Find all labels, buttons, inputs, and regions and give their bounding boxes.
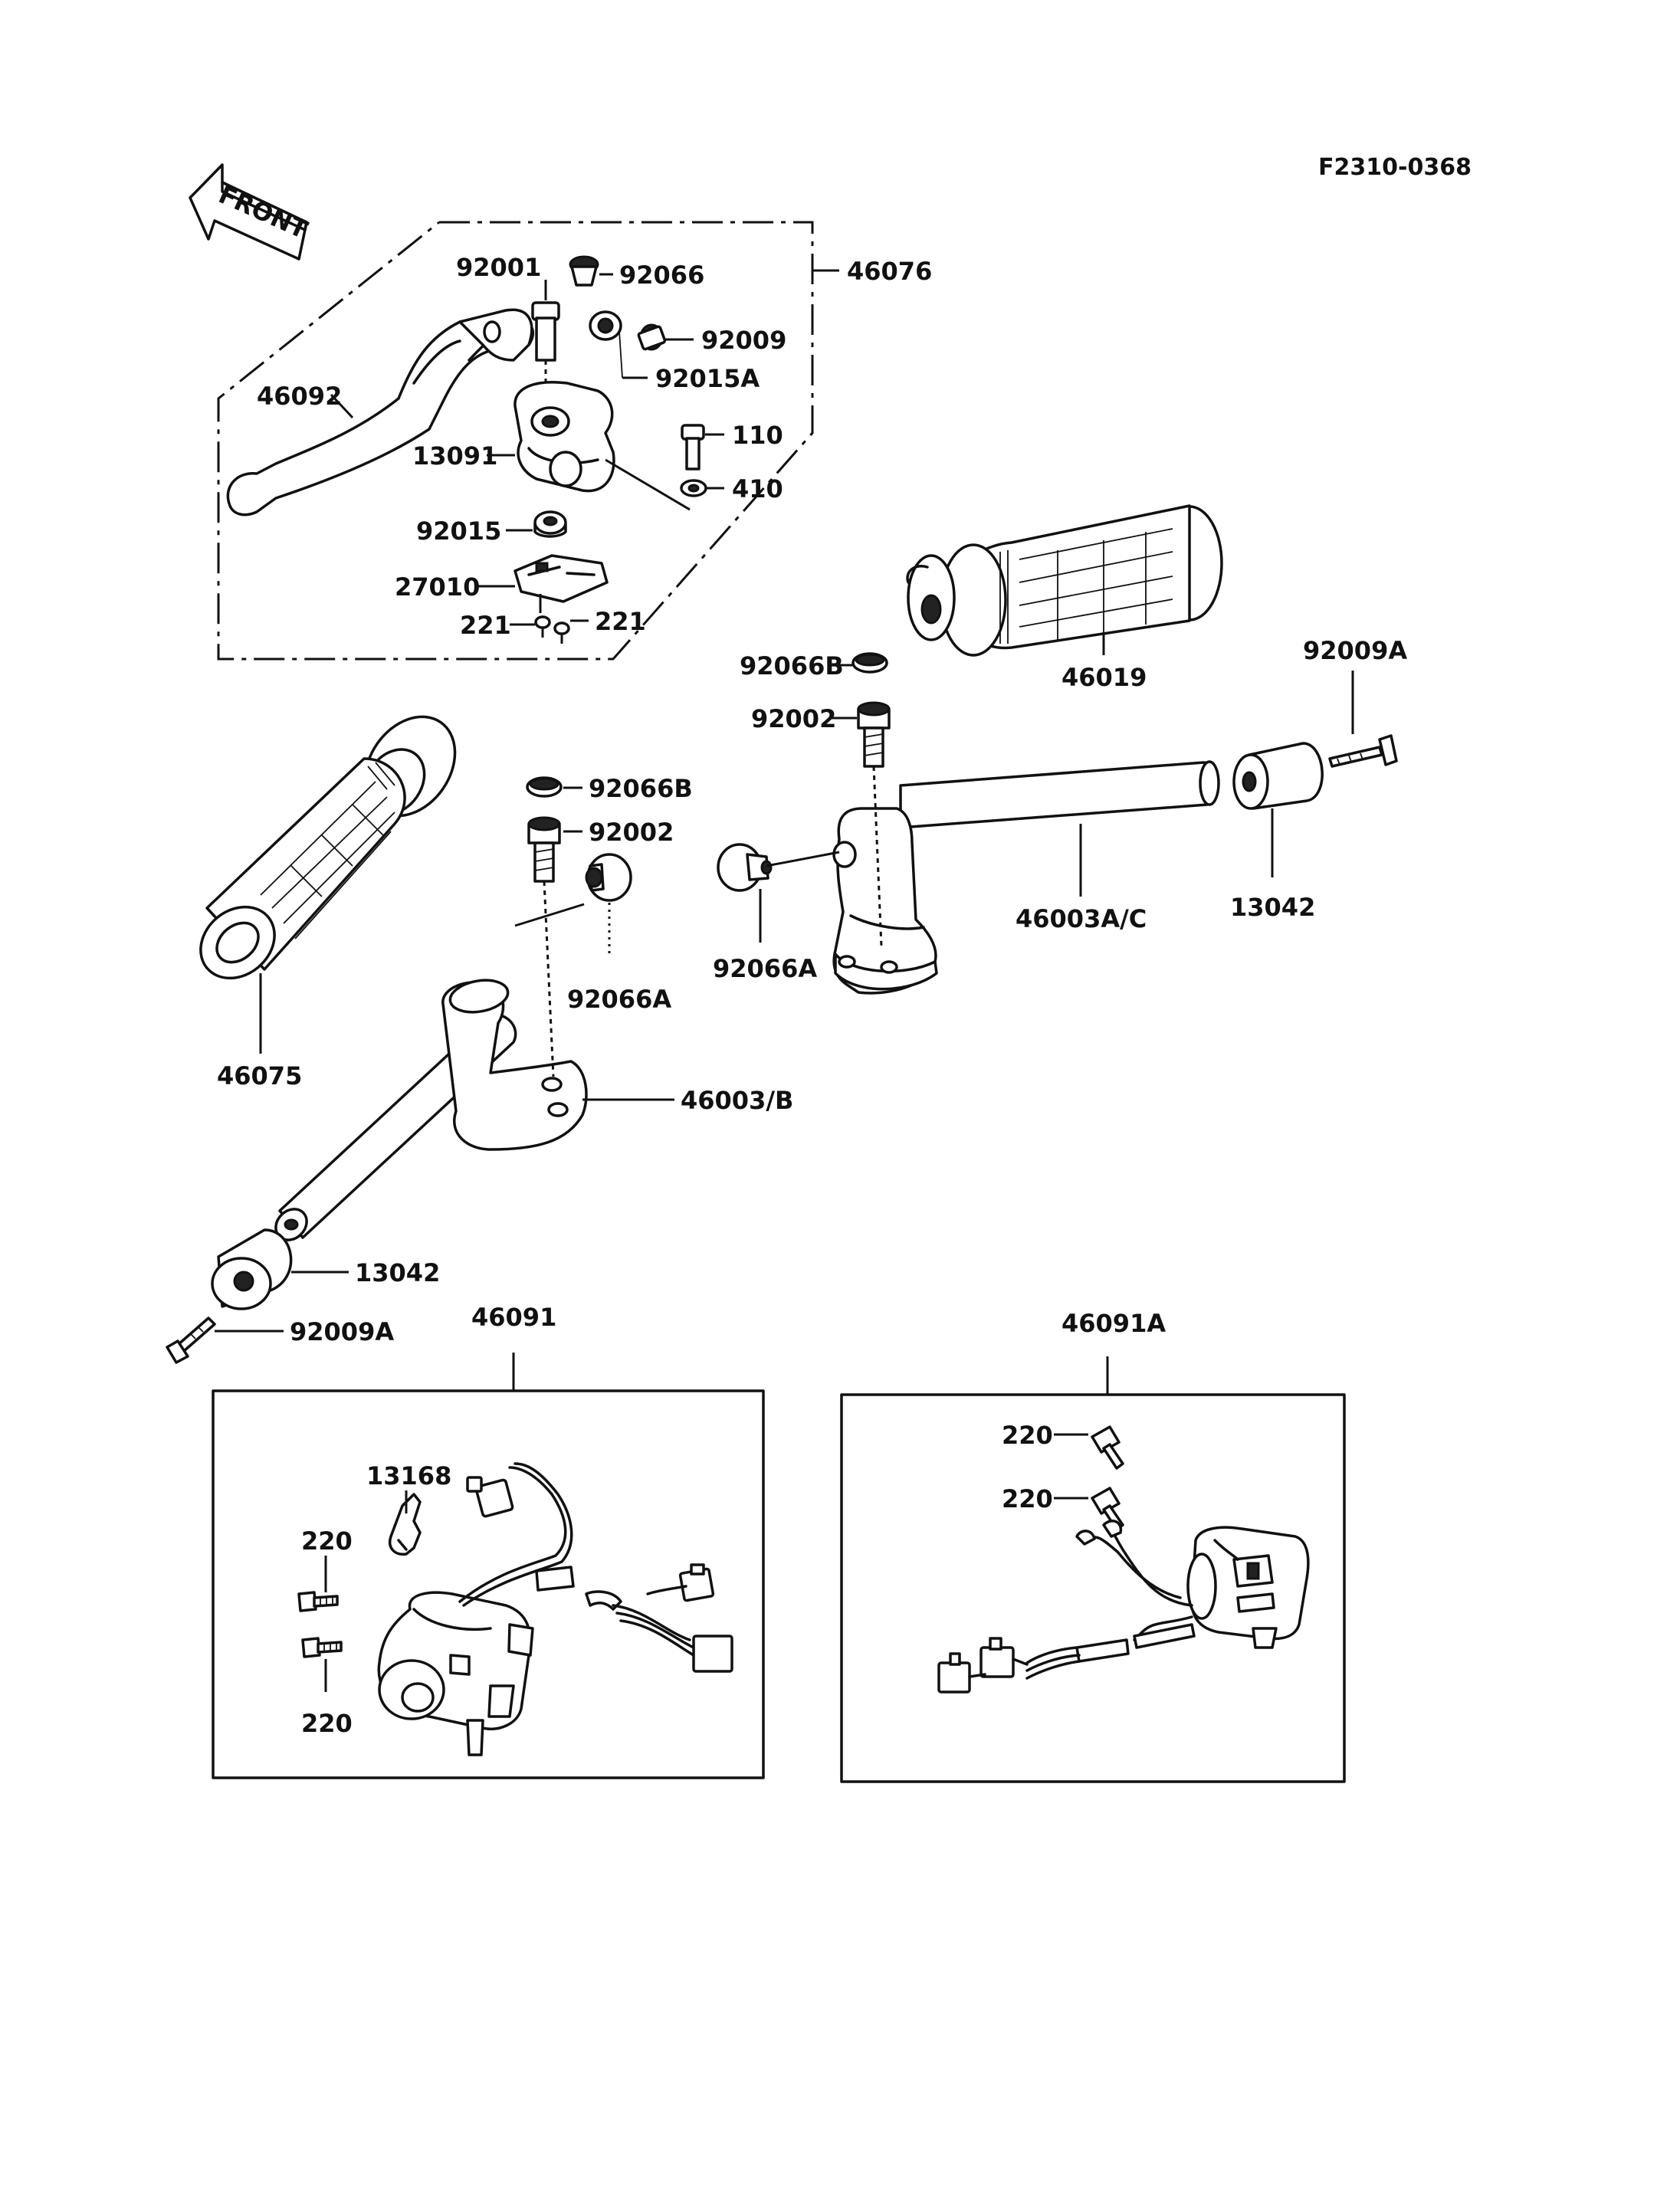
bar-end-right xyxy=(1232,742,1324,810)
cap-92066B-left xyxy=(526,776,563,798)
callout-92015: 92015 xyxy=(416,516,501,546)
callout-46075: 46075 xyxy=(217,1061,302,1090)
callout-92066A-left: 92066A xyxy=(567,985,671,1014)
callout-220-c: 220 xyxy=(1002,1421,1053,1450)
clip-13168 xyxy=(389,1493,422,1556)
bolt-110 xyxy=(681,424,705,471)
cap-92066B-right xyxy=(851,652,888,674)
callout-92002-right: 92002 xyxy=(751,704,836,733)
group-46091-outline xyxy=(212,1389,765,1779)
nut-92015 xyxy=(533,510,567,538)
callout-220-b: 220 xyxy=(301,1709,353,1738)
switch-screws xyxy=(534,615,570,644)
bushing-92015A xyxy=(589,310,622,341)
callout-92002-left: 92002 xyxy=(589,818,674,847)
washer-410 xyxy=(680,479,707,497)
left-switch-housing xyxy=(377,1591,534,1756)
brake-lever xyxy=(226,308,535,516)
callout-27010: 27010 xyxy=(395,572,480,602)
bar-end-left xyxy=(211,1228,293,1310)
callout-13042-right: 13042 xyxy=(1230,893,1315,922)
screw-220-upper-left-box xyxy=(297,1591,339,1612)
callout-221-left: 221 xyxy=(460,611,511,640)
bolt-92002-left xyxy=(527,816,561,1077)
callout-92066A-right: 92066A xyxy=(713,954,817,983)
callout-92009: 92009 xyxy=(701,326,786,355)
front-arrow-icon: FRONT xyxy=(189,163,312,261)
left-grip xyxy=(199,715,457,980)
callout-92009A-left: 92009A xyxy=(290,1317,394,1346)
right-handlebar xyxy=(832,760,1220,995)
callout-46003B: 46003/B xyxy=(681,1086,793,1115)
group-46091A-outline xyxy=(840,1393,1346,1783)
callout-92001: 92001 xyxy=(456,253,541,282)
callout-46003AC: 46003A/C xyxy=(1016,904,1147,933)
plug-92066A-right xyxy=(717,843,840,892)
screw-220-upper-right-box xyxy=(1091,1425,1124,1470)
screw-92009A-right xyxy=(1328,734,1398,768)
callout-13091: 13091 xyxy=(412,441,497,471)
callout-46019: 46019 xyxy=(1061,663,1147,692)
callout-46091: 46091 xyxy=(471,1303,556,1332)
right-switch-wiring xyxy=(937,1520,1196,1694)
callout-13042-left: 13042 xyxy=(355,1258,440,1287)
left-switch-wiring xyxy=(458,1462,733,1673)
callout-13168: 13168 xyxy=(366,1461,451,1490)
callout-410: 410 xyxy=(732,474,783,503)
callout-92009A-right: 92009A xyxy=(1303,636,1407,665)
callout-92066B-left: 92066B xyxy=(589,774,693,803)
callout-92066B-right: 92066B xyxy=(740,651,844,680)
brake-switch xyxy=(514,554,609,613)
adjuster-screw xyxy=(637,323,667,351)
screw-92009A-left xyxy=(166,1317,216,1364)
callout-92015A: 92015A xyxy=(655,364,760,393)
pivot-bolt xyxy=(531,301,560,398)
group-46076-outline xyxy=(217,221,814,661)
callout-110: 110 xyxy=(732,421,783,450)
callout-220-a: 220 xyxy=(301,1526,353,1556)
plug-92066A-left xyxy=(585,853,632,902)
right-grip xyxy=(906,504,1223,657)
bolt-92002-right xyxy=(857,701,891,947)
lever-holder xyxy=(514,381,615,493)
callout-46091A: 46091A xyxy=(1061,1309,1166,1338)
callout-92066: 92066 xyxy=(619,261,704,290)
callout-46092: 46092 xyxy=(257,382,342,411)
callout-46076: 46076 xyxy=(847,257,932,286)
left-handlebar xyxy=(274,903,588,1241)
diagram-code: F2310-0368 xyxy=(1318,154,1472,181)
dust-cap xyxy=(569,255,599,287)
callout-220-d: 220 xyxy=(1002,1484,1053,1513)
screw-220-lower-left-box xyxy=(301,1637,343,1658)
right-switch-housing xyxy=(1186,1526,1310,1649)
callout-221-right: 221 xyxy=(595,607,646,636)
